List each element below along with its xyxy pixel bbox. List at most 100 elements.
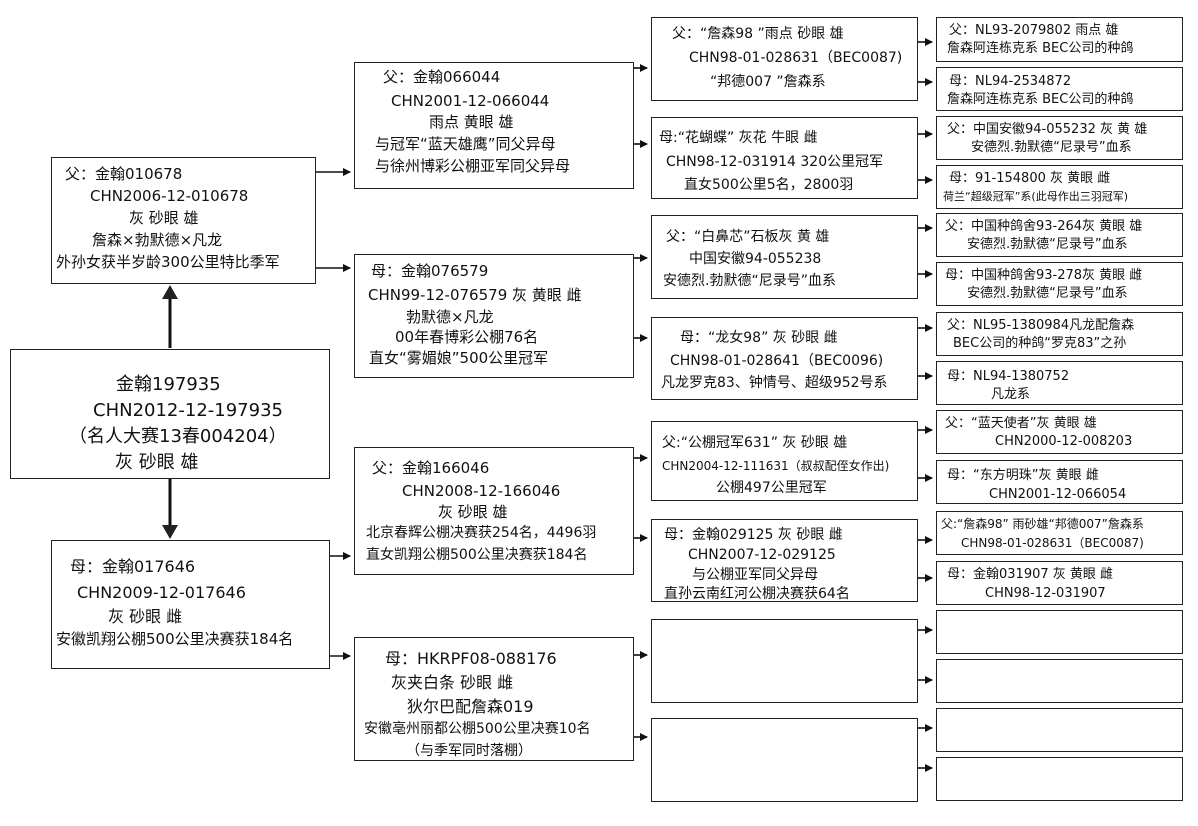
sdds-line-2: BEC公司的种鸽“罗克83”之孙 [953, 336, 1127, 351]
dam-dam-card[interactable]: 母：HKRPF08-088176 灰夹白条 砂眼 雌 狄尔巴配詹森019 安徽亳… [354, 637, 634, 761]
dd-bloodline: 狄尔巴配詹森019 [407, 697, 534, 716]
ds-note-1: 北京春辉公棚决赛获254名，4496羽 [366, 525, 597, 541]
ssds-line-2: 安德烈.勃默德“尼录号”血系 [971, 140, 1132, 155]
dd-note-2: （与季军同时落棚） [406, 743, 532, 759]
ds-color-eye-sex: 灰 砂眼 雄 [438, 503, 508, 521]
sdd-bloodline: 凡龙罗克83、钟情号、超级952号系 [661, 375, 888, 391]
dss-achievement: 公棚497公里冠军 [716, 480, 827, 496]
ssss-line-1: 父：NL93-2079802 雨点 雄 [949, 23, 1119, 38]
sire-sire-card[interactable]: 父：金翰066044 CHN2001-12-066044 雨点 黄眼 雄 与冠军… [354, 62, 634, 189]
dsss-line-1: 父：“蓝天使者”灰 黄眼 雄 [945, 416, 1097, 431]
ddss-empty-card[interactable] [936, 610, 1183, 654]
sss-card[interactable]: 父：“詹森98 ”雨点 砂眼 雄 CHN98-01-028631（BEC0087… [651, 17, 918, 101]
ssdd-line-2: 荷兰“超级冠军”系(此母作出三羽冠军) [943, 190, 1128, 203]
dds-empty-card[interactable] [651, 619, 918, 703]
sddd-line-2: 凡龙系 [991, 387, 1031, 402]
ssss-card[interactable]: 父：NL93-2079802 雨点 雄 詹森阿连栋克系 BEC公司的种鸽 [936, 17, 1183, 62]
ddd-empty-card[interactable] [651, 718, 918, 802]
sdd-card[interactable]: 母：“龙女98” 灰 砂眼 雌 CHN98-01-028641（BEC0096)… [651, 317, 918, 400]
dam-name: 母：金翰017646 [70, 557, 196, 576]
sssd-line-2: 詹森阿连栋克系 BEC公司的种鸽 [947, 92, 1134, 107]
subject-ring-number: CHN2012-12-197935 [93, 400, 283, 421]
sd-ring-number: CHN99-12-076579 灰 黄眼 雌 [368, 286, 582, 304]
dsss-line-2: CHN2000-12-008203 [995, 434, 1133, 449]
ss-color-eye-sex: 雨点 黄眼 雄 [429, 113, 514, 131]
dsdd-line-1: 母：金翰031907 灰 黄眼 雌 [947, 567, 1114, 582]
dssd-line-2: CHN2001-12-066054 [989, 487, 1127, 502]
sdss-card[interactable]: 父：中国种鸽舍93-264灰 黄眼 雄 安德烈.勃默德“尼录号”血系 [936, 213, 1183, 257]
ds-name: 父：金翰166046 [372, 459, 490, 477]
sire-achievement: 外孙女获半岁龄300公里特比季军 [56, 253, 280, 271]
sd-note-1: 00年春博彩公棚76名 [395, 328, 539, 346]
dsds-card[interactable]: 父:“詹森98” 雨砂雄“邦德007”詹森系 CHN98-01-028631（B… [936, 511, 1183, 555]
sdd-name: 母：“龙女98” 灰 砂眼 雌 [680, 330, 838, 346]
sds-bloodline: 安德烈.勃默德“尼录号”血系 [663, 273, 836, 289]
sire-name: 父：金翰010678 [65, 165, 183, 183]
sdd-ring-number: CHN98-01-028641（BEC0096) [670, 353, 884, 369]
ssd-ring-number: CHN98-12-031914 320公里冠军 [666, 154, 884, 170]
dsd-ring-number: CHN2007-12-029125 [688, 547, 836, 563]
ssds-card[interactable]: 父：中国安徽94-055232 灰 黄 雄 安德烈.勃默德“尼录号”血系 [936, 116, 1183, 160]
sss-bloodline: “邦德007 ”詹森系 [710, 74, 826, 90]
ss-name: 父：金翰066044 [383, 68, 501, 86]
subject-pigeon-card[interactable]: 金翰197935 CHN2012-12-197935 （名人大赛13春00420… [10, 349, 330, 479]
sd-note-2: 直女“雾媚娘”500公里冠军 [369, 349, 549, 367]
sire-card[interactable]: 父：金翰010678 CHN2006-12-010678 灰 砂眼 雄 詹森×勃… [51, 157, 316, 284]
ss-note-1: 与冠军“蓝天雄鹰”同父异母 [375, 135, 556, 153]
ssss-line-2: 詹森阿连栋克系 BEC公司的种鸽 [947, 41, 1134, 56]
dsdd-line-2: CHN98-12-031907 [985, 586, 1106, 601]
ss-ring-number: CHN2001-12-066044 [391, 92, 550, 110]
sddd-line-1: 母：NL94-1380752 [947, 369, 1070, 384]
sds-ring-number: 中国安徽94-055238 [689, 251, 822, 267]
dsd-card[interactable]: 母：金翰029125 灰 砂眼 雌 CHN2007-12-029125 与公棚亚… [651, 519, 918, 602]
dss-card[interactable]: 父:“公棚冠军631” 灰 砂眼 雄 CHN2004-12-111631（叔叔配… [651, 421, 918, 501]
dss-ring-number: CHN2004-12-111631（叔叔配侄女作出) [662, 459, 890, 473]
sdds-line-1: 父：NL95-1380984凡龙配詹森 [947, 318, 1135, 333]
dsd-name: 母：金翰029125 灰 砂眼 雌 [664, 527, 843, 543]
dss-name: 父:“公棚冠军631” 灰 砂眼 雄 [662, 435, 848, 451]
sds-card[interactable]: 父：“白鼻芯”石板灰 黄 雄 中国安徽94-055238 安德烈.勃默德“尼录号… [651, 215, 918, 299]
ddsd-empty-card[interactable] [936, 659, 1183, 703]
sssd-line-1: 母：NL94-2534872 [949, 74, 1072, 89]
subject-ring-name: 金翰197935 [116, 374, 221, 395]
dsss-card[interactable]: 父：“蓝天使者”灰 黄眼 雄 CHN2000-12-008203 [936, 410, 1183, 454]
dsdd-card[interactable]: 母：金翰031907 灰 黄眼 雌 CHN98-12-031907 [936, 561, 1183, 605]
ds-note-2: 直女凯翔公棚500公里决赛获184名 [366, 547, 588, 563]
ssdd-line-1: 母：91-154800 灰 黄眼 雌 [949, 171, 1111, 186]
dsd-note-2: 直孙云南红河公棚决赛获64名 [664, 586, 850, 602]
sdss-line-2: 安德烈.勃默德“尼录号”血系 [967, 237, 1128, 252]
subject-color-eye-sex: 灰 砂眼 雄 [115, 452, 199, 473]
ds-ring-number: CHN2008-12-166046 [402, 482, 561, 500]
dssd-line-1: 母：“东方明珠”灰 黄眼 雌 [947, 468, 1099, 483]
sss-name: 父：“詹森98 ”雨点 砂眼 雄 [672, 26, 844, 42]
dd-name: 母：HKRPF08-088176 [385, 649, 557, 668]
sire-bloodline: 詹森×勃默德×凡龙 [92, 231, 223, 249]
dsds-line-1: 父:“詹森98” 雨砂雄“邦德007”詹森系 [941, 517, 1144, 531]
sdds-card[interactable]: 父：NL95-1380984凡龙配詹森 BEC公司的种鸽“罗克83”之孙 [936, 312, 1183, 356]
dam-achievement: 安徽凯翔公棚500公里决赛获184名 [56, 630, 294, 648]
sire-dam-card[interactable]: 母：金翰076579 CHN99-12-076579 灰 黄眼 雌 勃默德×凡龙… [354, 254, 634, 378]
sss-ring-number: CHN98-01-028631（BEC0087) [689, 50, 903, 66]
ssd-name: 母:“花蝴蝶” 灰花 牛眼 雌 [659, 130, 818, 146]
ssdd-card[interactable]: 母：91-154800 灰 黄眼 雌 荷兰“超级冠军”系(此母作出三羽冠军) [936, 165, 1183, 209]
sddd-card[interactable]: 母：NL94-1380752 凡龙系 [936, 361, 1183, 405]
sdsd-line-1: 母：中国种鸽舍93-278灰 黄眼 雌 [945, 268, 1143, 283]
sdsd-card[interactable]: 母：中国种鸽舍93-278灰 黄眼 雌 安德烈.勃默德“尼录号”血系 [936, 262, 1183, 306]
sd-bloodline: 勃默德×凡龙 [406, 308, 494, 326]
dssd-card[interactable]: 母：“东方明珠”灰 黄眼 雌 CHN2001-12-066054 [936, 460, 1183, 504]
dddd-empty-card[interactable] [936, 757, 1183, 801]
ddds-empty-card[interactable] [936, 708, 1183, 752]
sire-color-eye-sex: 灰 砂眼 雄 [129, 209, 199, 227]
sd-name: 母：金翰076579 [371, 262, 489, 280]
ssds-line-1: 父：中国安徽94-055232 灰 黄 雄 [947, 122, 1148, 137]
ss-note-2: 与徐州博彩公棚亚军同父异母 [375, 157, 571, 175]
sssd-card[interactable]: 母：NL94-2534872 詹森阿连栋克系 BEC公司的种鸽 [936, 67, 1183, 111]
dam-sire-card[interactable]: 父：金翰166046 CHN2008-12-166046 灰 砂眼 雄 北京春辉… [354, 447, 634, 575]
dam-card[interactable]: 母：金翰017646 CHN2009-12-017646 灰 砂眼 雌 安徽凯翔… [51, 540, 330, 669]
dsds-line-2: CHN98-01-028631（BEC0087) [961, 536, 1144, 550]
ssd-achievement: 直女500公里5名，2800羽 [684, 177, 854, 193]
dd-note-1: 安徽亳州丽都公棚500公里决赛10名 [364, 721, 591, 737]
ssd-card[interactable]: 母:“花蝴蝶” 灰花 牛眼 雌 CHN98-12-031914 320公里冠军 … [651, 117, 918, 199]
subject-race-note: （名人大赛13春004204） [69, 426, 287, 447]
